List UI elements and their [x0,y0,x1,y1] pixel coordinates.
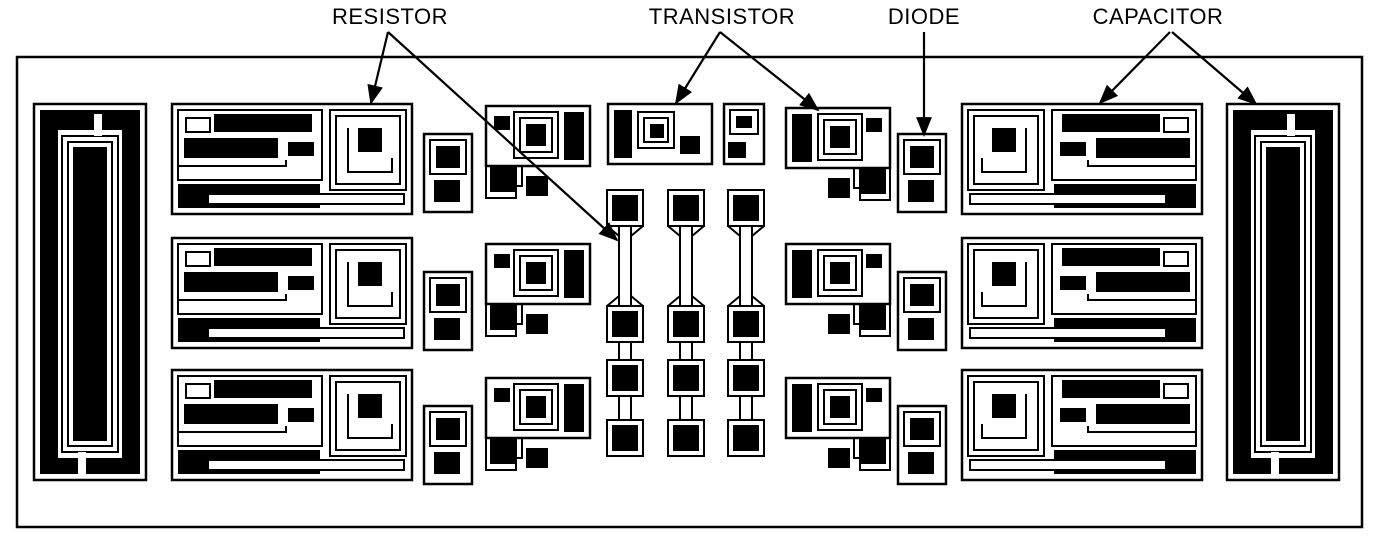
resistor-block-right-2 [960,236,1204,350]
diode-left-2 [422,270,474,352]
label-resistor: RESISTOR [332,4,448,29]
resistor-block-right-3 [960,368,1204,482]
leader-arrows [367,31,1258,242]
transistor-arrow-1 [674,31,721,105]
diode-left-1 [422,132,474,214]
capacitor-arrow-1 [1098,31,1171,105]
resistor-block-left-1 [170,102,414,216]
label-transistor: TRANSISTOR [649,4,795,29]
capacitor-arrow-2 [1171,31,1258,106]
transistor-left-1 [484,104,592,199]
resistor-strip-1 [606,189,644,457]
resistor-strip-2 [667,189,705,457]
resistor-block-right-1 [960,102,1204,216]
resistor-arrow-2 [387,31,619,242]
capacitor-plate-right [1225,102,1341,482]
label-diode: DIODE [888,4,960,29]
diode-right-3 [896,404,948,486]
capacitor-plate-left [32,102,148,482]
transistor-arrow-2 [719,31,820,112]
diode-left-3 [422,404,474,486]
diode-right-2 [896,270,948,352]
transistor-left-2 [484,242,592,337]
resistor-arrow-1 [367,31,390,105]
transistor-right-3 [784,376,892,471]
label-capacitor: CAPACITOR [1093,4,1224,29]
diode-right-1 [896,132,948,214]
resistor-block-left-2 [170,236,414,350]
chip-outline [15,55,1364,529]
resistor-strip-3 [727,189,765,457]
transistor-left-3 [484,376,592,471]
transistor-top-center [606,102,714,166]
transistor-right-1 [784,106,892,201]
transistor-right-2 [784,242,892,337]
small-pad-top-center [722,102,766,166]
resistor-block-left-3 [170,368,414,482]
